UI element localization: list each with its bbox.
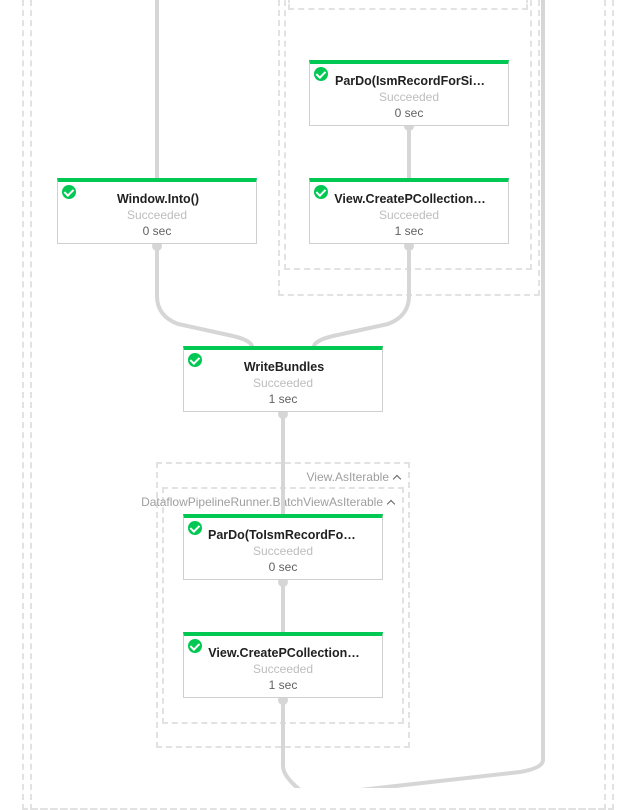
step-status: Succeeded (378, 90, 440, 104)
step-node-pardo-toismrecord[interactable]: ParDo(ToIsmRecordFor… Succeeded 0 sec (183, 514, 383, 580)
step-title: Window.Into() (116, 192, 200, 206)
batch-view-asiterable-label: DataflowPipelineRunner.BatchViewAsIterab… (141, 495, 383, 509)
success-check-icon (314, 67, 328, 81)
edge-right-side-merge (359, 0, 545, 788)
step-node-writebundles[interactable]: WriteBundles Succeeded 1 sec (183, 346, 383, 412)
step-node-window-into[interactable]: Window.Into() Succeeded 0 sec (57, 178, 257, 244)
step-time: 0 sec (394, 106, 424, 120)
edge-window-into-to-writebundles (155, 244, 254, 348)
step-title: ParDo(IsmRecordForSi… (334, 74, 486, 88)
step-title: ParDo(ToIsmRecordFor… (208, 528, 360, 542)
edge-view-createpcollection-to-writebundles (312, 244, 411, 348)
step-time: 1 sec (394, 224, 424, 238)
view-asiterable-header[interactable]: View.AsIterable (306, 470, 402, 484)
success-check-icon (188, 639, 202, 653)
step-title: View.CreatePCollection… (334, 192, 486, 206)
success-check-icon (314, 185, 328, 199)
step-time: 0 sec (142, 224, 172, 238)
step-title: WriteBundles (243, 360, 325, 374)
step-title: View.CreatePCollection… (208, 646, 360, 660)
pipeline-graph-canvas: View.AsIterable DataflowPipelineRunner.B… (0, 0, 624, 788)
step-status: Succeeded (126, 208, 188, 222)
step-time: 0 sec (268, 560, 298, 574)
step-time: 1 sec (268, 392, 298, 406)
step-status: Succeeded (252, 376, 314, 390)
step-node-view-createpcollection-2[interactable]: View.CreatePCollection… Succeeded 1 sec (183, 632, 383, 698)
view-asiterable-label: View.AsIterable (306, 470, 390, 484)
success-check-icon (188, 521, 202, 535)
upper-right-top-group (288, 0, 528, 10)
step-status: Succeeded (252, 544, 314, 558)
batch-view-asiterable-header[interactable]: DataflowPipelineRunner.BatchViewAsIterab… (141, 495, 396, 509)
step-status: Succeeded (252, 662, 314, 676)
step-time: 1 sec (268, 678, 298, 692)
success-check-icon (62, 185, 76, 199)
step-node-pardo-ismrecord[interactable]: ParDo(IsmRecordForSi… Succeeded 0 sec (309, 60, 509, 126)
step-status: Succeeded (378, 208, 440, 222)
success-check-icon (188, 353, 202, 367)
edge-view-createpcollection-down (281, 698, 301, 788)
step-node-view-createpcollection[interactable]: View.CreatePCollection… Succeeded 1 sec (309, 178, 509, 244)
